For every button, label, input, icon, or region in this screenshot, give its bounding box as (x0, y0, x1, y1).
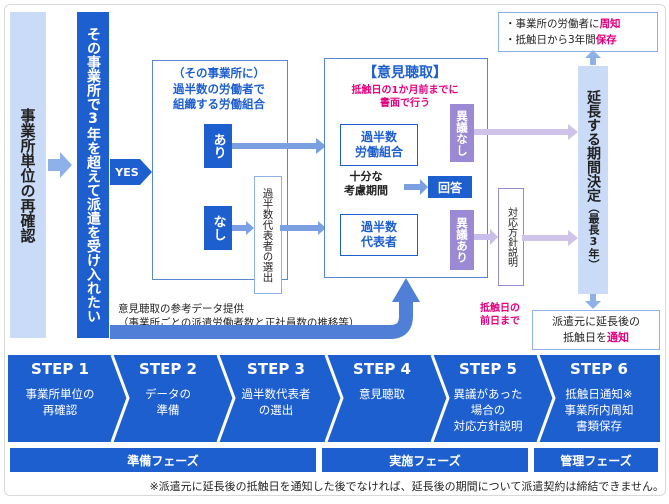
phase-prep: 準備フェーズ (10, 448, 316, 472)
nashi-box: なし (204, 206, 232, 250)
hearing-title: 【意見聴取】 (363, 65, 447, 81)
no-objection-text: 異議なし (455, 110, 469, 156)
notice-item-1-text: ・事業所の労働者に (505, 18, 600, 30)
arrow-down-to-notify (585, 294, 601, 309)
left-title-box: 事業所単位の再確認 (10, 12, 46, 338)
yes-arrow (110, 159, 152, 185)
step-number: STEP 3 (247, 360, 305, 378)
union-box-text: 過半数 労働組合 (354, 130, 403, 159)
yes-label: YES (115, 165, 139, 179)
extension-box: 延長する期間決定（最長3年） (578, 66, 608, 294)
union-heading: （その事業所に） 過半数の労働者で 組織する労働組合 (173, 66, 265, 112)
step-number: STEP 1 (31, 360, 89, 378)
extension-vertical: 延長する期間決定（最長3年） (583, 90, 603, 270)
arrow-no-objection-to-extension (474, 124, 578, 140)
ari-box: あり (204, 124, 232, 168)
notify-box: 派遣元に延長後の 抵触日を通知 (532, 310, 660, 350)
nashi-text: なし (210, 215, 226, 241)
notify-line-2: 抵触日を通知 (539, 330, 653, 346)
step-number: STEP 4 (353, 360, 411, 378)
step-description: 過半数代表者 の選出 (241, 387, 311, 418)
no-objection-box: 異議なし (450, 104, 474, 162)
notice-item-1: ・事業所の労働者に周知 (505, 16, 651, 32)
phase-exec: 実施フェーズ (322, 448, 528, 472)
step-description: 事業所単位の 再確認 (25, 387, 95, 418)
notice-item-1-emph: 周知 (599, 18, 621, 30)
arrow-nashi-to-select (232, 221, 254, 235)
hearing-note: 抵触日の1か月前までに 書面で行う (351, 85, 459, 109)
main-question-text: その事業所で3年を超えて派遣を受け入れたい (85, 27, 101, 323)
union-box: 過半数 労働組合 (340, 124, 418, 166)
answer-text: 回答 (437, 180, 462, 195)
notify-line-2-emph: 通知 (607, 330, 629, 344)
main-question-box: その事業所で3年を超えて派遣を受け入れたい (77, 12, 109, 338)
arrow-objection-to-policy (474, 229, 498, 245)
notify-line-2-text: 抵触日を (563, 330, 607, 344)
answer-box: 回答 (428, 176, 472, 198)
left-title-text: 事業所単位の再確認 (18, 107, 37, 243)
step-number: STEP 6 (570, 360, 628, 378)
extension-max-text: （最長3年） (587, 202, 600, 270)
steps-bar (8, 355, 660, 442)
notice-item-2: ・抵触日から3年間保存 (505, 32, 651, 48)
arrow-up-to-notice (585, 50, 601, 65)
step-description: データの 準備 (145, 387, 191, 418)
deadline-note: 抵触日の 前日まで (480, 303, 520, 327)
ref-data-arrow (110, 278, 420, 339)
phase-manage: 管理フェーズ (534, 448, 658, 472)
notice-item-2-emph: 保存 (595, 34, 617, 47)
objection-text: 異議あり (455, 217, 469, 263)
objection-box: 異議あり (450, 210, 474, 270)
consider-text: 十分な 考慮期間 (344, 170, 388, 198)
notice-item-2-text: ・抵触日から3年間 (505, 34, 596, 47)
step-description: 意見聴取 (359, 387, 405, 401)
arrow-to-answer (404, 179, 428, 195)
arrow-ari-to-union (232, 138, 326, 154)
footnote: ※派遣元に延長後の抵触日を通知した後でなければ、延長後の期間について派遣契約は締… (149, 480, 664, 493)
arrow-left-to-main (48, 152, 72, 178)
rep-select-text: 過半数代表者の選出 (261, 187, 274, 283)
rep-box-text: 過半数 代表者 (360, 220, 397, 249)
rep-box: 過半数 代表者 (340, 214, 418, 256)
arrow-policy-to-extension (522, 230, 578, 246)
step-number: STEP 5 (459, 360, 517, 378)
extension-decision-text: 延長する期間決定 (585, 90, 601, 202)
rep-select-box: 過半数代表者の選出 (254, 176, 282, 294)
ari-text: あり (210, 133, 226, 159)
policy-text: 対応方針説明 (505, 207, 517, 267)
step-description: 抵触日通知※ 事業所内周知 書類保存 (564, 387, 634, 434)
notify-line-1: 派遣元に延長後の (552, 315, 640, 328)
step-number: STEP 2 (139, 360, 197, 378)
step-description: 異議があった 場合の 対応方針説明 (453, 387, 523, 434)
arrow-select-to-rep (280, 221, 326, 235)
notice-box: ・事業所の労働者に周知 ・抵触日から3年間保存 (498, 12, 658, 52)
policy-box: 対応方針説明 (498, 188, 524, 286)
